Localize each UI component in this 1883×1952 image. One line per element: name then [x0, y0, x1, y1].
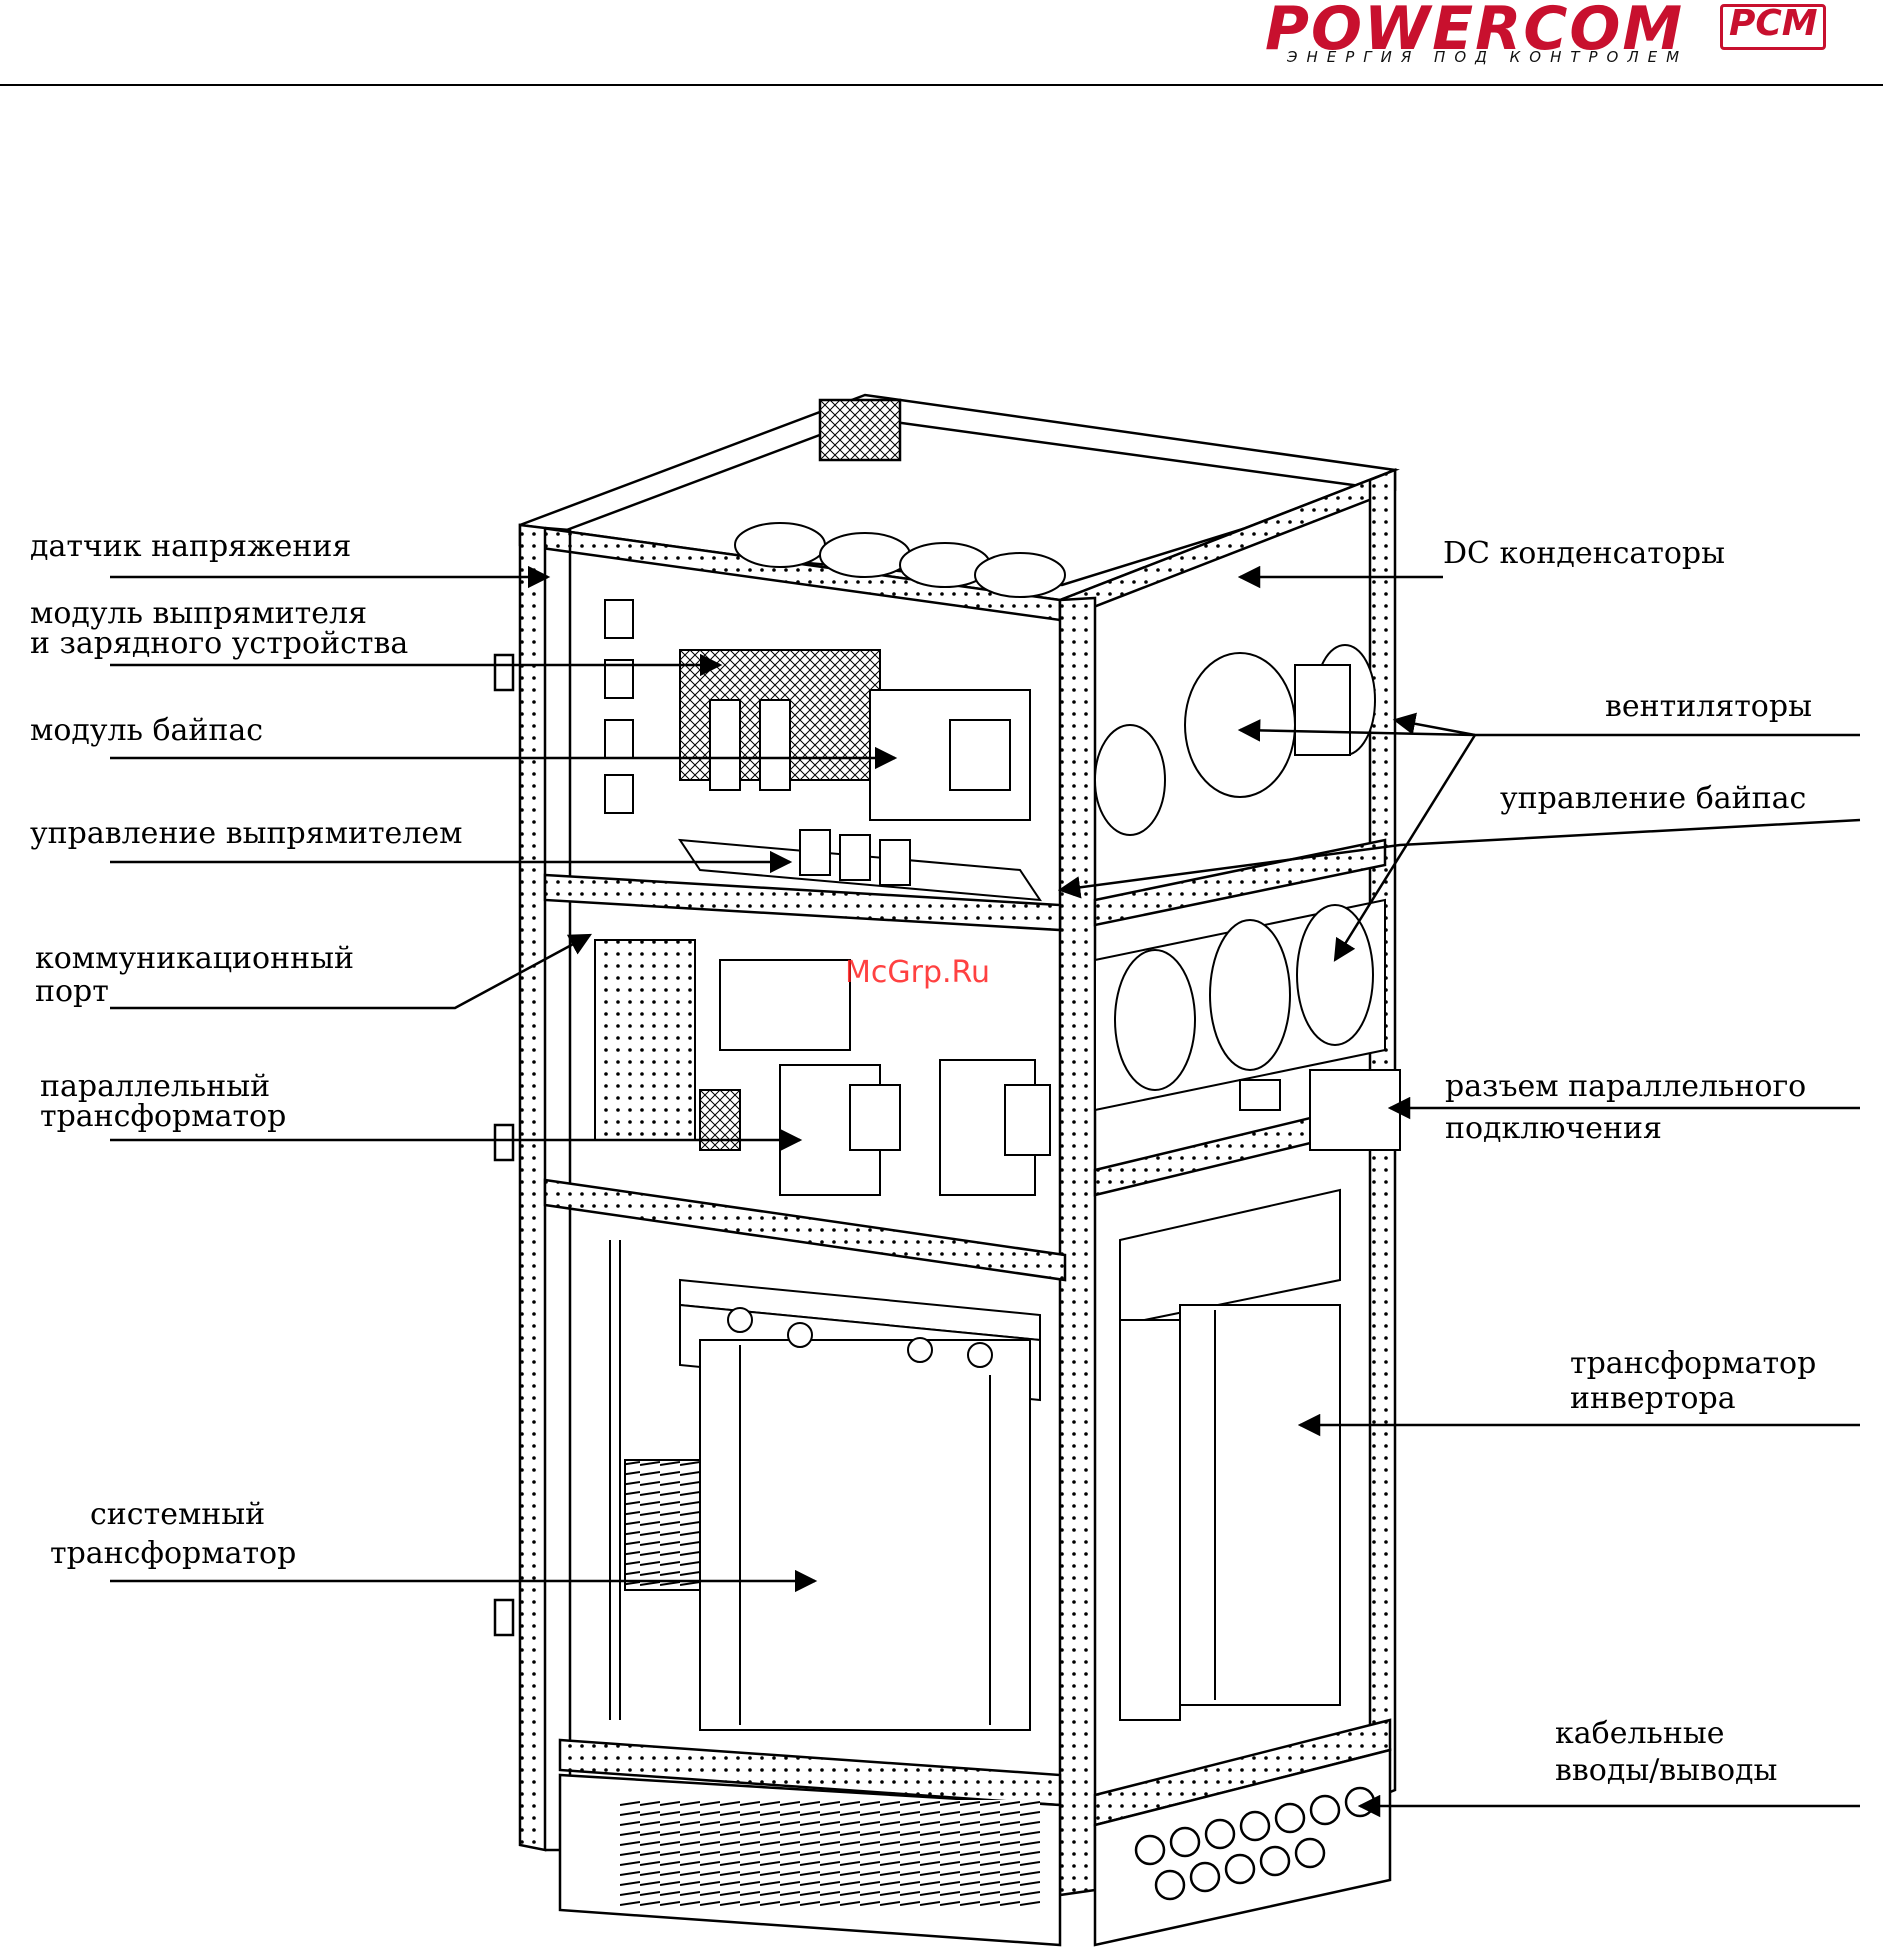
label-voltage-sensor: датчик напряжения	[30, 529, 352, 564]
page-header: POWERCOM PCM ЭНЕРГИЯ ПОД КОНТРОЛЕМ	[0, 0, 1883, 86]
logo-tagline: ЭНЕРГИЯ ПОД КОНТРОЛЕМ	[1287, 48, 1689, 66]
label-fans: вентиляторы	[1605, 689, 1812, 724]
label-rectifier-module-line1: модуль выпрямителя	[30, 596, 368, 631]
logo-badge-text: PCM	[1729, 3, 1818, 44]
label-cable-io-line2: вводы/выводы	[1555, 1753, 1778, 1788]
label-parallel-connector-line2: подключения	[1445, 1111, 1662, 1146]
label-comm-port-line2: порт	[35, 974, 109, 1009]
logo-badge: PCM	[1720, 3, 1826, 50]
cabinet-frame	[493, 393, 1400, 1947]
label-comm-port-line1: коммуникационный	[35, 941, 354, 976]
label-system-transformer-line1: системный	[90, 1497, 266, 1532]
watermark-text: McGrp.Ru	[845, 955, 991, 990]
label-parallel-transformer-line1: параллельный	[40, 1069, 271, 1104]
label-bypass-module: модуль байпас	[30, 713, 264, 748]
label-dc-capacitors: DC конденсаторы	[1443, 536, 1725, 571]
label-bypass-control: управление байпас	[1500, 781, 1807, 816]
leader-bypass-control	[1057, 818, 1861, 899]
header-divider	[0, 84, 1883, 86]
leader-lines	[110, 565, 1861, 1818]
label-rectifier-control: управление выпрямителем	[30, 816, 463, 851]
leader-fans-3	[1333, 734, 1477, 962]
label-inverter-transformer-line2: инвертора	[1570, 1381, 1736, 1416]
label-parallel-connector-line1: разъем параллельного	[1445, 1069, 1807, 1104]
label-rectifier-module-line2: и зарядного устройства	[30, 626, 409, 661]
label-parallel-transformer-line2: трансформатор	[40, 1099, 287, 1134]
label-system-transformer-line2: трансформатор	[50, 1536, 297, 1571]
logo-wordmark: POWERCOM	[1265, 0, 1685, 64]
label-inverter-transformer-line1: трансформатор	[1570, 1346, 1817, 1381]
leader-fans-2	[1237, 719, 1476, 742]
label-cable-io-line1: кабельные	[1555, 1716, 1725, 1751]
leader-comm-port	[110, 933, 592, 1010]
powercom-logo: POWERCOM PCM ЭНЕРГИЯ ПОД КОНТРОЛЕМ	[1265, 0, 1835, 70]
ups-cabinet-diagram	[110, 393, 1861, 1947]
